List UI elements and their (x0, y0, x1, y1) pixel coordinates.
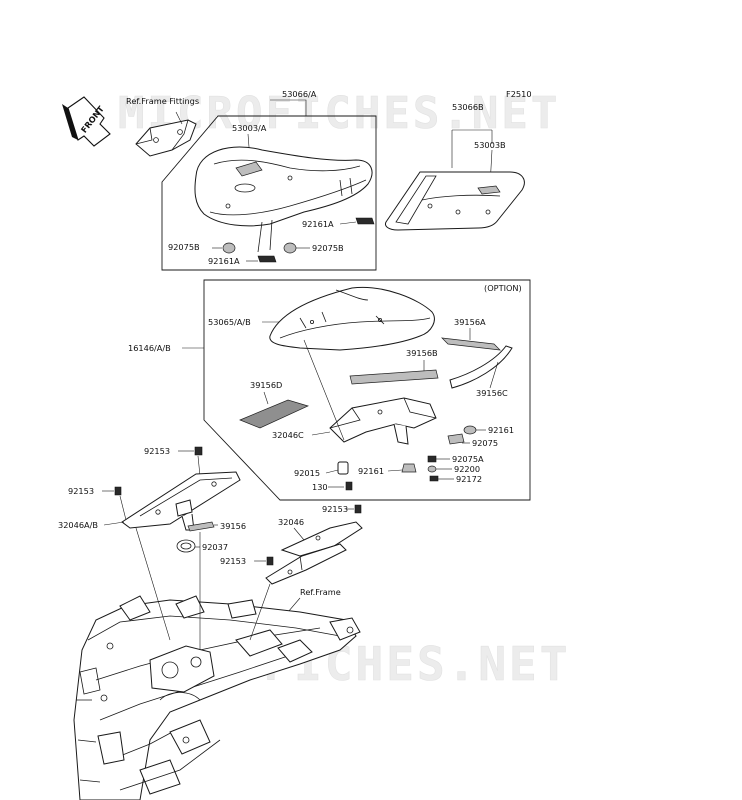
frame-fitting-bracket (135, 111, 197, 157)
label-53066: 53066/A (282, 89, 317, 99)
option-group-frame (203, 279, 531, 501)
label-39156b: 39156B (406, 348, 438, 358)
rider-seat-group-frame (161, 115, 377, 271)
label-39156c: 39156C (476, 388, 508, 398)
label-39156: 39156 (220, 521, 246, 531)
label-53003b: 53003B (474, 140, 506, 150)
label-92200: 92200 (454, 464, 480, 474)
label-92161a-top: 92161A (302, 219, 334, 229)
trim-strip-39156b (349, 369, 439, 385)
label-53003: 53003/A (232, 123, 267, 133)
rider-seat (194, 146, 373, 253)
front-arrow-icon: FRONT (62, 96, 111, 147)
label-92075: 92075 (472, 438, 498, 448)
label-92153-d: 92153 (220, 556, 246, 566)
label-92037: 92037 (202, 542, 228, 552)
label-92075b-left: 92075B (168, 242, 200, 252)
label-92075a: 92075A (452, 454, 484, 464)
ref-frame-fittings-label: Ref.Frame Fittings (126, 96, 199, 106)
label-39156a: 39156A (454, 317, 486, 327)
label-92153-c: 92153 (322, 504, 348, 514)
option-label: (OPTION) (484, 283, 522, 293)
label-32046ab: 32046A/B (58, 520, 98, 530)
label-32046c: 32046C (272, 430, 304, 440)
label-32046: 32046 (278, 517, 304, 527)
label-16146: 16146/A/B (128, 343, 171, 353)
label-92172: 92172 (456, 474, 482, 484)
pillion-seat (385, 171, 525, 231)
label-92015: 92015 (294, 468, 320, 478)
label-53065: 53065/A/B (208, 317, 251, 327)
label-92161-mid: 92161 (358, 466, 384, 476)
ref-frame-label: Ref.Frame (300, 587, 341, 597)
label-53066b: 53066B (452, 102, 484, 112)
trim-strip-39156d (239, 399, 309, 429)
label-92075b-right: 92075B (312, 243, 344, 253)
solo-seat-cover (269, 286, 435, 351)
label-92161a-bottom: 92161A (208, 256, 240, 266)
label-130: 130 (312, 482, 328, 492)
label-92153-b: 92153 (68, 486, 94, 496)
motorcycle-frame (73, 595, 361, 800)
label-92153-a: 92153 (144, 446, 170, 456)
label-92161-right: 92161 (488, 425, 514, 435)
trim-strip-39156c (449, 345, 513, 389)
label-39156d: 39156D (250, 380, 282, 390)
figure-code: F2510 (506, 89, 532, 99)
trim-strip-39156a (441, 337, 501, 351)
bracket-32046 (265, 521, 363, 585)
bracket-32046c (303, 339, 437, 445)
strip-39156 (187, 521, 215, 532)
clamp-92037 (176, 539, 196, 553)
